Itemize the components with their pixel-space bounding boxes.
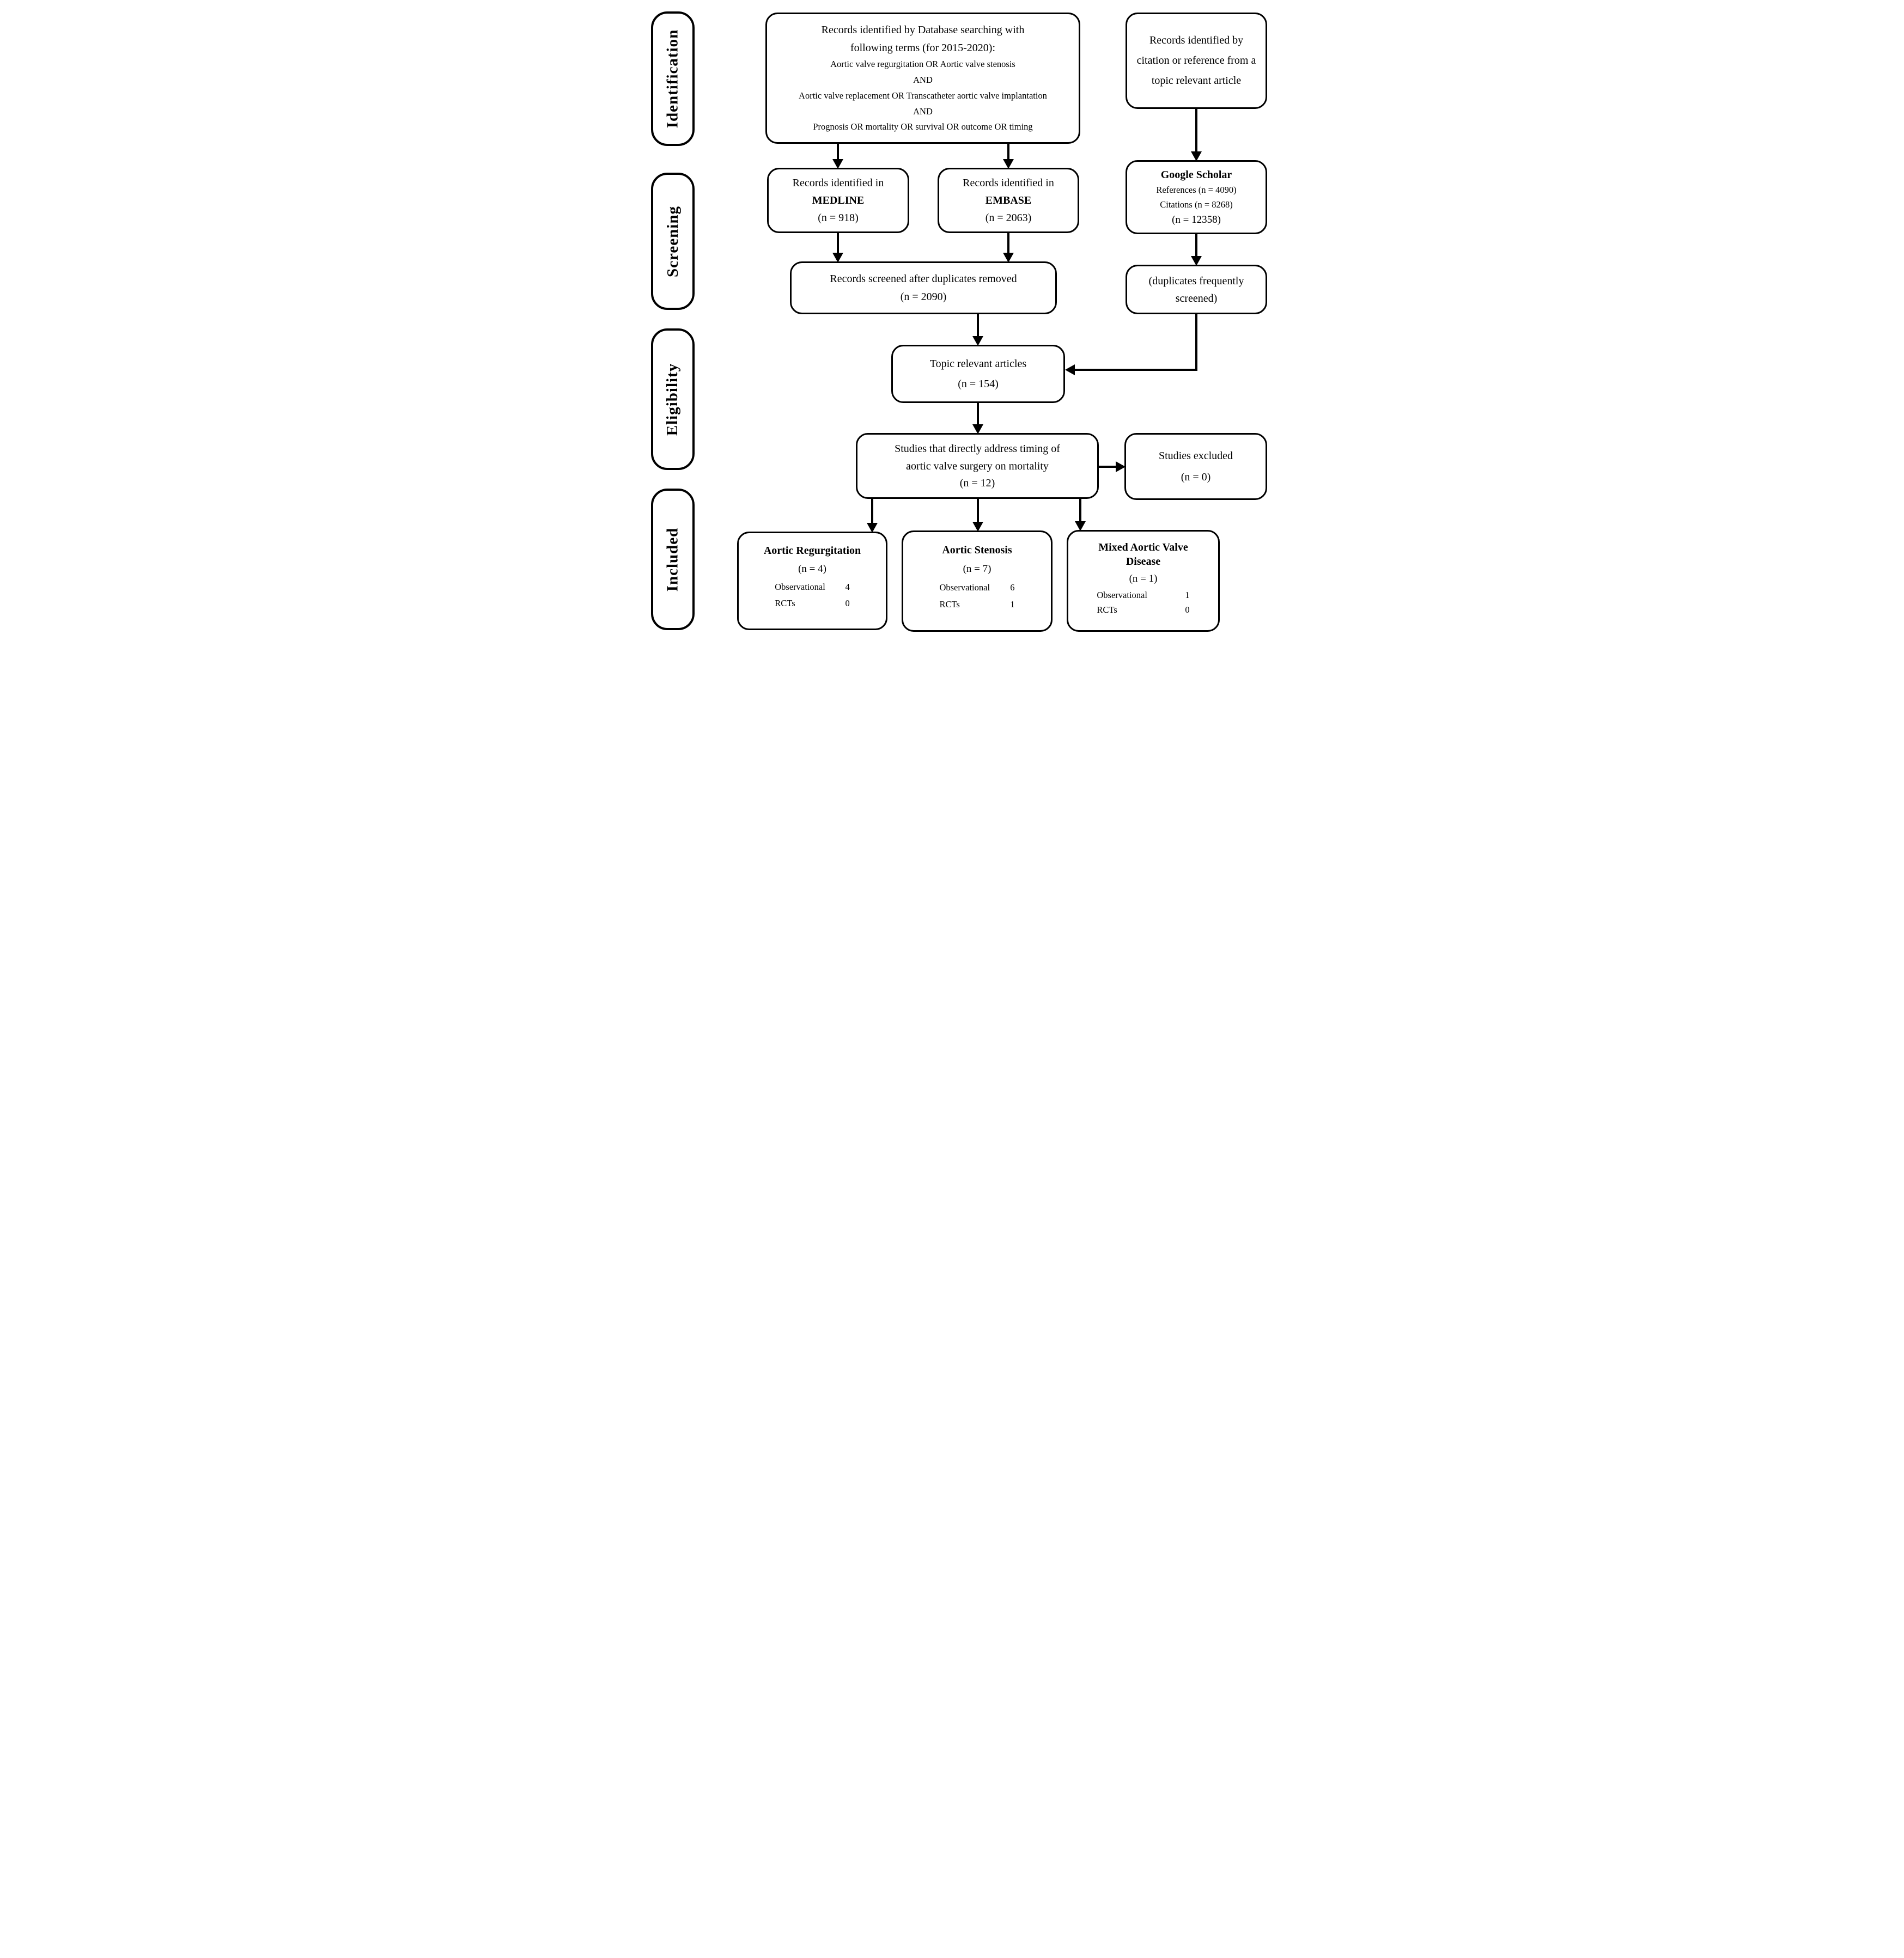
stat-label: RCTs bbox=[939, 599, 960, 610]
mixed-avd-rcts-row: RCTs 0 bbox=[1097, 604, 1189, 615]
aortic-stenosis-box: Aortic Stenosis (n = 7) Observational 6 … bbox=[902, 530, 1053, 632]
database-search-box: Records identified by Database searching… bbox=[765, 13, 1080, 144]
stat-label: Observational bbox=[939, 582, 990, 593]
stat-value: 4 bbox=[845, 581, 850, 592]
stage-screening: Screening bbox=[651, 173, 695, 310]
aortic-stenosis-rcts-row: RCTs 1 bbox=[939, 599, 1014, 610]
aortic-regurgitation-count: (n = 4) bbox=[798, 563, 826, 575]
stat-value: 1 bbox=[1010, 599, 1015, 610]
medline-count: (n = 918) bbox=[818, 212, 859, 224]
timing-studies-line2: aortic valve surgery on mortality bbox=[906, 460, 1049, 472]
topic-relevant-text: Topic relevant articles bbox=[929, 358, 1027, 370]
mixed-avd-box: Mixed Aortic Valve Disease (n = 1) Obser… bbox=[1067, 530, 1220, 632]
arrow-search-to-medline bbox=[832, 143, 843, 169]
stat-value: 0 bbox=[1185, 605, 1190, 615]
connector-horizontal-segment bbox=[1075, 369, 1197, 371]
citation-source-box: Records identified by citation or refere… bbox=[1126, 13, 1267, 109]
citation-source-text: Records identified by citation or refere… bbox=[1136, 34, 1256, 87]
stage-included-label: Included bbox=[664, 527, 682, 591]
aortic-regurgitation-rcts-row: RCTs 0 bbox=[775, 597, 850, 609]
mixed-avd-observational-row: Observational 1 bbox=[1097, 589, 1189, 601]
studies-excluded-text: Studies excluded bbox=[1158, 450, 1233, 462]
database-search-line2: following terms (for 2015-2020): bbox=[850, 41, 996, 54]
screened-box: Records screened after duplicates remove… bbox=[790, 261, 1057, 314]
arrow-topic-to-timing bbox=[972, 402, 983, 434]
database-search-line1: Records identified by Database searching… bbox=[821, 24, 1025, 36]
medline-box: Records identified in MEDLINE (n = 918) bbox=[767, 168, 909, 233]
stage-eligibility: Eligibility bbox=[651, 328, 695, 470]
stat-label: Observational bbox=[775, 581, 825, 592]
embase-name: EMBASE bbox=[985, 194, 1032, 206]
stage-eligibility-label: Eligibility bbox=[664, 363, 682, 436]
arrow-timing-to-excluded bbox=[1098, 461, 1126, 472]
google-scholar-references: References (n = 4090) bbox=[1156, 185, 1237, 196]
studies-excluded-count: (n = 0) bbox=[1181, 471, 1211, 483]
timing-studies-count: (n = 12) bbox=[959, 477, 995, 489]
screened-text: Records screened after duplicates remove… bbox=[830, 272, 1017, 285]
aortic-stenosis-count: (n = 7) bbox=[963, 563, 991, 575]
arrow-citation-to-google bbox=[1191, 108, 1202, 161]
topic-relevant-box: Topic relevant articles (n = 154) bbox=[891, 345, 1065, 403]
embase-count: (n = 2063) bbox=[985, 212, 1032, 224]
stage-included: Included bbox=[651, 489, 695, 630]
stage-identification-label: Identification bbox=[664, 29, 682, 129]
connector-arrowhead-left bbox=[1065, 364, 1075, 375]
database-search-line3: Aortic valve regurgitation OR Aortic val… bbox=[830, 59, 1015, 70]
aortic-stenosis-title: Aortic Stenosis bbox=[942, 544, 1012, 557]
arrow-medline-to-screened bbox=[832, 232, 843, 263]
arrow-timing-to-stenosis bbox=[972, 498, 983, 532]
prisma-flow-diagram: Identification Screening Eligibility Inc… bbox=[635, 0, 1269, 652]
stage-screening-label: Screening bbox=[664, 205, 682, 277]
studies-excluded-box: Studies excluded (n = 0) bbox=[1124, 433, 1267, 500]
arrow-timing-to-mixed bbox=[1075, 498, 1086, 531]
database-search-line5: Aortic valve replacement OR Transcathete… bbox=[799, 90, 1047, 101]
stat-label: Observational bbox=[1097, 589, 1147, 600]
medline-intro: Records identified in bbox=[792, 177, 884, 189]
arrow-search-to-embase bbox=[1003, 143, 1014, 169]
database-search-line7: Prognosis OR mortality OR survival OR ou… bbox=[813, 121, 1033, 132]
stat-label: RCTs bbox=[775, 598, 795, 609]
google-scholar-citations: Citations (n = 8268) bbox=[1160, 199, 1233, 210]
timing-studies-line1: Studies that directly address timing of bbox=[895, 443, 1060, 455]
embase-intro: Records identified in bbox=[963, 177, 1054, 189]
arrow-embase-to-screened bbox=[1003, 232, 1014, 263]
google-scholar-total: (n = 12358) bbox=[1172, 214, 1221, 225]
mixed-avd-title: Mixed Aortic Valve Disease bbox=[1098, 541, 1188, 568]
stat-value: 6 bbox=[1010, 582, 1015, 593]
timing-studies-box: Studies that directly address timing of … bbox=[856, 433, 1099, 499]
duplicates-note-box: (duplicates frequently screened) bbox=[1126, 265, 1267, 314]
arrow-screened-to-topic bbox=[972, 313, 983, 346]
medline-name: MEDLINE bbox=[812, 194, 865, 206]
duplicates-note-text: (duplicates frequently screened) bbox=[1148, 275, 1244, 304]
stat-value: 1 bbox=[1185, 589, 1190, 600]
google-scholar-title: Google Scholar bbox=[1160, 168, 1232, 181]
database-search-line4: AND bbox=[913, 75, 933, 86]
aortic-regurgitation-box: Aortic Regurgitation (n = 4) Observation… bbox=[737, 532, 887, 630]
aortic-regurgitation-observational-row: Observational 4 bbox=[775, 581, 850, 593]
embase-box: Records identified in EMBASE (n = 2063) bbox=[938, 168, 1079, 233]
stage-identification: Identification bbox=[651, 11, 695, 146]
google-scholar-box: Google Scholar References (n = 4090) Cit… bbox=[1126, 160, 1267, 234]
arrow-google-to-duplicates bbox=[1191, 233, 1202, 266]
mixed-avd-count: (n = 1) bbox=[1129, 572, 1158, 584]
stat-value: 0 bbox=[845, 598, 850, 609]
stat-label: RCTs bbox=[1097, 605, 1117, 615]
screened-count: (n = 2090) bbox=[900, 291, 947, 303]
database-search-line6: AND bbox=[913, 106, 933, 117]
arrow-timing-to-regurgitation bbox=[867, 498, 878, 533]
aortic-stenosis-observational-row: Observational 6 bbox=[939, 582, 1014, 593]
topic-relevant-count: (n = 154) bbox=[958, 378, 999, 390]
aortic-regurgitation-title: Aortic Regurgitation bbox=[763, 545, 861, 557]
connector-vertical-segment bbox=[1195, 313, 1197, 371]
